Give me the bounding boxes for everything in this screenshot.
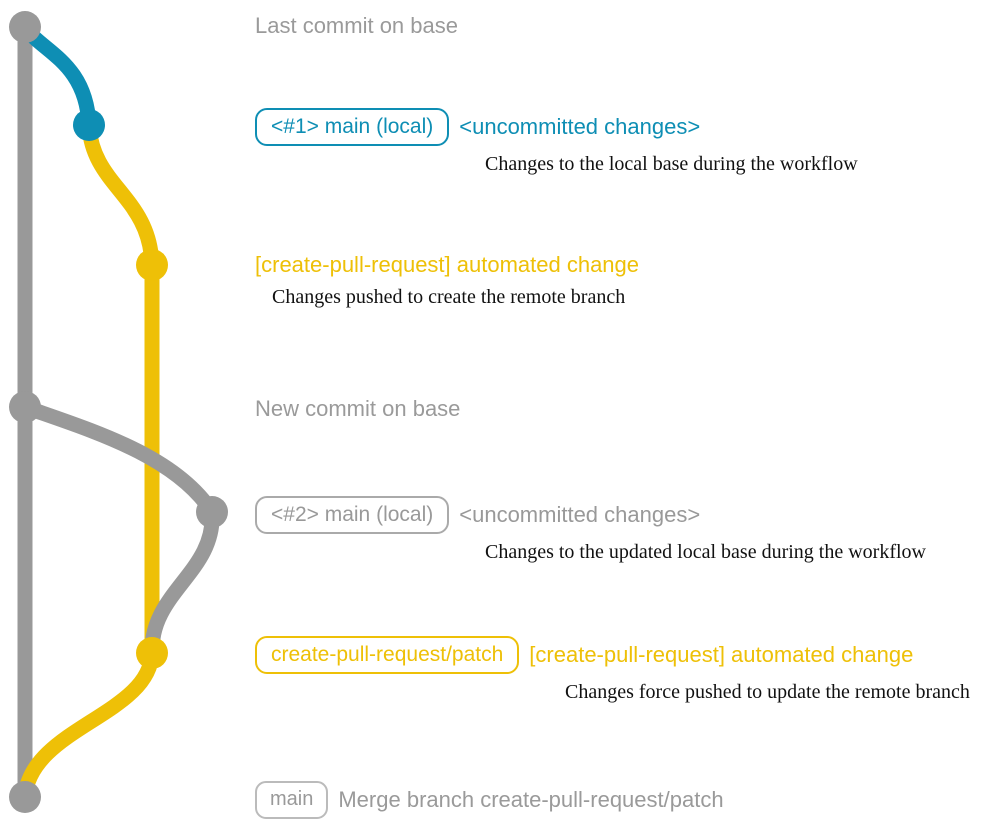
row-merge: main Merge branch create-pull-request/pa… <box>255 781 724 819</box>
edge-local2-to-patch2 <box>144 504 220 661</box>
node-base-new[interactable] <box>9 391 41 423</box>
row-header-line: create-pull-request/patch [create-pull-r… <box>255 636 913 674</box>
commit-body-local-1: Changes to the local base during the wor… <box>485 153 858 175</box>
branch-badge-create-pull-request-patch[interactable]: create-pull-request/patch <box>255 636 520 674</box>
commit-body-patch-1: Changes pushed to create the remote bran… <box>272 286 626 308</box>
edge-local1-to-patch1 <box>81 117 160 273</box>
branch-badge-main-local-2[interactable]: <#2> main (local) <box>255 496 450 534</box>
commit-subject-local-2: <uncommitted changes> <box>459 502 701 527</box>
edge-patch2-to-merge <box>17 645 160 805</box>
row-header-line: <#1> main (local) <uncommitted changes> <box>255 108 700 146</box>
commit-subject-patch-1: [create-pull-request] automated change <box>255 252 640 277</box>
commit-body-local-2: Changes to the updated local base during… <box>485 541 926 563</box>
row-local-1: <#1> main (local) <uncommitted changes> … <box>255 108 858 176</box>
node-local-2[interactable] <box>196 496 228 528</box>
node-local-1[interactable] <box>73 109 105 141</box>
row-patch-1: [create-pull-request] automated change C… <box>255 252 639 309</box>
edge-base-to-local1 <box>17 19 97 133</box>
commit-subject-base-new: New commit on base <box>255 396 461 421</box>
row-header-line: <#2> main (local) <uncommitted changes> <box>255 496 700 534</box>
row-header-line: New commit on base <box>255 396 460 422</box>
row-header-line: Last commit on base <box>255 13 458 39</box>
row-patch-2: create-pull-request/patch [create-pull-r… <box>255 636 970 704</box>
node-patch-2[interactable] <box>136 637 168 669</box>
row-header-line: main Merge branch create-pull-request/pa… <box>255 781 724 819</box>
commit-subject-base-last: Last commit on base <box>255 13 458 38</box>
branch-badge-main[interactable]: main <box>255 781 329 819</box>
row-last-commit-on-base: Last commit on base <box>255 13 458 39</box>
row-local-2: <#2> main (local) <uncommitted changes> … <box>255 496 926 564</box>
row-header-line: [create-pull-request] automated change <box>255 252 639 278</box>
node-patch-1[interactable] <box>136 249 168 281</box>
node-base-merge[interactable] <box>9 781 41 813</box>
commit-subject-patch-2: [create-pull-request] automated change <box>529 642 914 667</box>
commit-subject-merge: Merge branch create-pull-request/patch <box>338 787 724 812</box>
node-base-last[interactable] <box>9 11 41 43</box>
commit-subject-local-1: <uncommitted changes> <box>459 114 701 139</box>
edge-basenew-to-local2 <box>17 399 220 520</box>
branch-badge-main-local-1[interactable]: <#1> main (local) <box>255 108 450 146</box>
commit-body-patch-2: Changes force pushed to update the remot… <box>565 681 970 703</box>
row-new-commit-on-base: New commit on base <box>255 396 460 422</box>
